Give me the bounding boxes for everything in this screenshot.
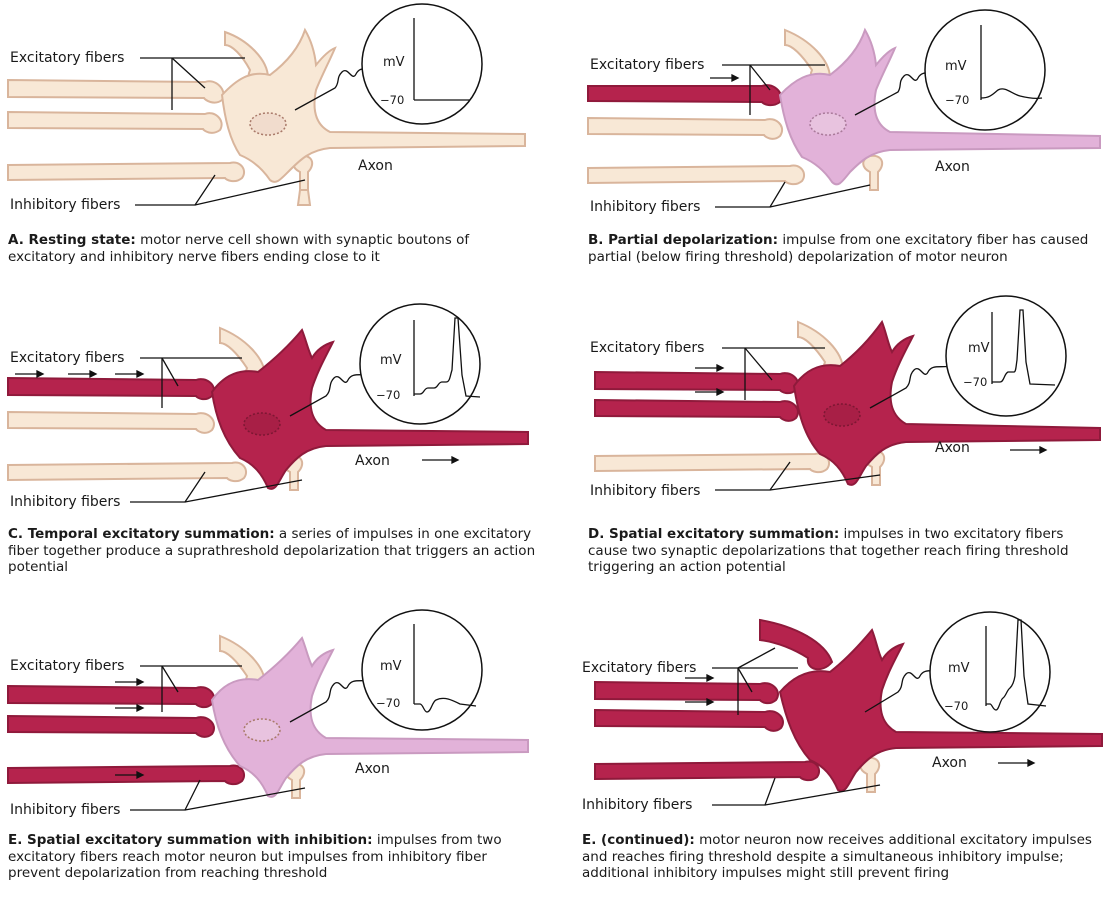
minus70-label-b: −70 [945,93,969,107]
panel-d: mV −70 Excitatory fibers Inhibitory fibe… [580,300,1105,590]
mv-label-c: mV [380,353,402,368]
axon-label-e2: Axon [932,755,967,771]
inhibitory-label-a: Inhibitory fibers [10,197,120,213]
excitatory-label-d: Excitatory fibers [590,340,704,356]
scope-b [925,10,1045,130]
caption-b: B. Partial depolarization: impulse from … [588,232,1103,265]
axon-label-e1: Axon [355,761,390,777]
minus70-label-c: −70 [376,388,400,402]
nucleus-d [824,404,860,426]
excitatory-label-e2: Excitatory fibers [582,660,696,676]
caption-heading-a: A. Resting state: [8,232,136,248]
nucleus-b [810,113,846,135]
caption-heading-b: B. Partial depolarization: [588,232,778,248]
axon-label-b: Axon [935,159,970,175]
scope-c [360,304,480,424]
axon-label-d: Axon [935,440,970,456]
panel-a: mV −70 Excitatory fibers Inhibitory fibe… [0,0,540,290]
minus70-label-a: −70 [380,93,404,107]
mv-label-e2: mV [948,661,970,676]
excitatory-label-b: Excitatory fibers [590,57,704,73]
excitatory-label-c: Excitatory fibers [10,350,124,366]
panel-e2: mV −70 Excitatory fibers Inhibitory fibe… [580,600,1105,910]
neuron-diagram-e1: mV −70 [0,600,540,825]
mv-label-e1: mV [380,659,402,674]
neuron-diagram-b: mV −70 [580,0,1105,215]
caption-heading-c: C. Temporal excitatory summation: [8,526,275,542]
nucleus-e1 [244,719,280,741]
caption-heading-e2: E. (continued): [582,832,695,848]
minus70-label-e1: −70 [376,696,400,710]
minus70-label-e2: −70 [944,699,968,713]
axon-label-c: Axon [355,453,390,469]
caption-e1: E. Spatial excitatory summation with inh… [8,832,528,882]
inhibitory-label-e2: Inhibitory fibers [582,797,692,813]
neuron-diagram-e2: mV −70 [580,600,1105,825]
panel-c: mV −70 Excitatory fibers Inhibitory fibe… [0,300,540,590]
nucleus-a [250,113,286,135]
inhibitory-label-d: Inhibitory fibers [590,483,700,499]
panel-b: mV −70 Excitatory fibers Inhibitory fibe… [580,0,1105,290]
neuron-diagram-d: mV −70 [580,300,1105,510]
caption-c: C. Temporal excitatory summation: a seri… [8,526,538,576]
scope-d [946,296,1066,416]
mv-label-d: mV [968,341,990,356]
caption-heading-d: D. Spatial excitatory summation: [588,526,839,542]
nucleus-c [244,413,280,435]
impulse-arrows-b [710,75,738,81]
inhibitory-label-b: Inhibitory fibers [590,199,700,215]
inhibitory-label-c: Inhibitory fibers [10,494,120,510]
mv-label-b: mV [945,59,967,74]
axon-label-a: Axon [358,158,393,174]
mv-label-a: mV [383,55,405,70]
caption-heading-e1: E. Spatial excitatory summation with inh… [8,832,373,848]
caption-e2: E. (continued): motor neuron now receive… [582,832,1102,882]
neuron-diagram-a: mV −70 [0,0,540,215]
inhibitory-label-e1: Inhibitory fibers [10,802,120,818]
excitatory-label-e1: Excitatory fibers [10,658,124,674]
caption-a: A. Resting state: motor nerve cell shown… [8,232,538,265]
neuron-diagram-c: mV −70 [0,300,540,510]
panel-e1: mV −70 Excitatory fibers Inhibitory fibe… [0,600,540,910]
excitatory-label-a: Excitatory fibers [10,50,124,66]
minus70-label-d: −70 [963,375,987,389]
caption-d: D. Spatial excitatory summation: impulse… [588,526,1105,576]
